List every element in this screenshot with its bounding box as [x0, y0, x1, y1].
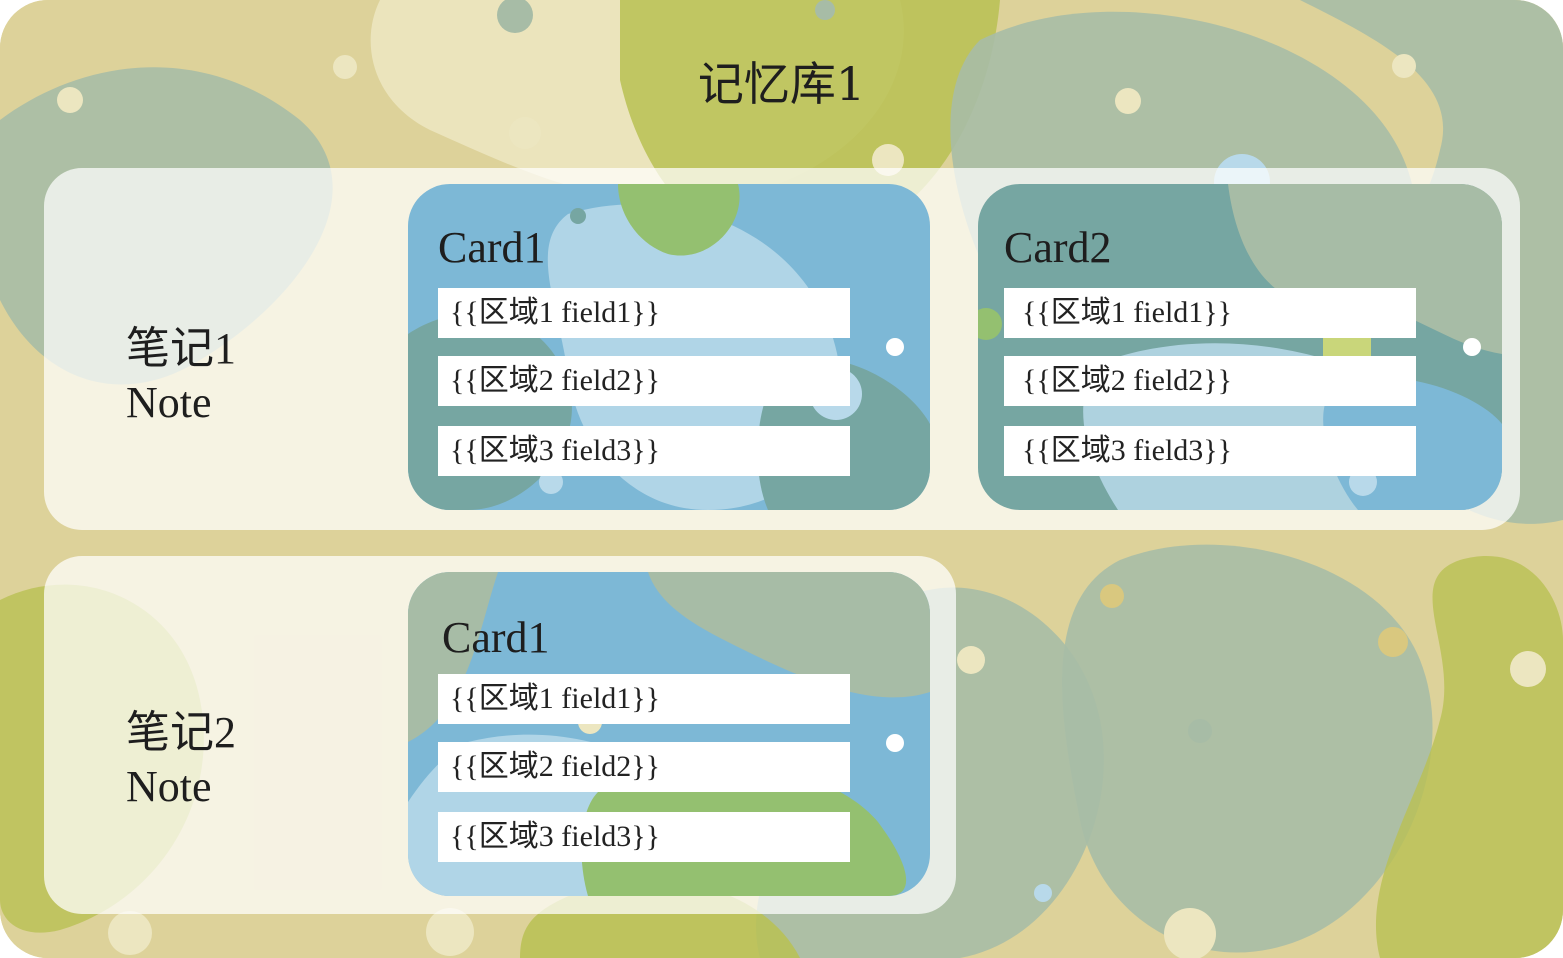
card-field-2: {{区域2 field2}} — [438, 742, 850, 792]
card-title: Card1 — [442, 613, 550, 662]
card-field-2: {{区域2 field2}} — [438, 356, 850, 406]
card-title: Card2 — [1004, 223, 1112, 272]
note-type: Note — [126, 378, 212, 427]
note-name: 笔记2 — [126, 708, 236, 757]
card-field-1: {{区域1 field1}} — [438, 674, 850, 724]
card-connector-dot — [1463, 338, 1481, 356]
card-field-3: {{区域3 field3}} — [1004, 426, 1416, 476]
note-label-2: 笔记2 Note — [126, 706, 236, 814]
card-field-3: {{区域3 field3}} — [438, 812, 850, 862]
note-name: 笔记1 — [126, 324, 236, 373]
note-type: Note — [126, 762, 212, 811]
note-label-1: 笔记1 Note — [126, 322, 236, 430]
card-note1-card1: Card1 {{区域1 field1}} {{区域2 field2}} {{区域… — [408, 184, 930, 510]
card-title: Card1 — [438, 223, 546, 272]
card-field-1: {{区域1 field1}} — [1004, 288, 1416, 338]
card-note1-card2: Card2 {{区域1 field1}} {{区域2 field2}} {{区域… — [978, 184, 1502, 510]
card-note2-card1: Card1 {{区域1 field1}} {{区域2 field2}} {{区域… — [408, 572, 930, 896]
card-field-1: {{区域1 field1}} — [438, 288, 850, 338]
card-field-2: {{区域2 field2}} — [1004, 356, 1416, 406]
deck-title: 记忆库1 — [697, 57, 866, 111]
card-connector-dot — [886, 338, 904, 356]
card-field-3: {{区域3 field3}} — [438, 426, 850, 476]
card-connector-dot — [886, 734, 904, 752]
